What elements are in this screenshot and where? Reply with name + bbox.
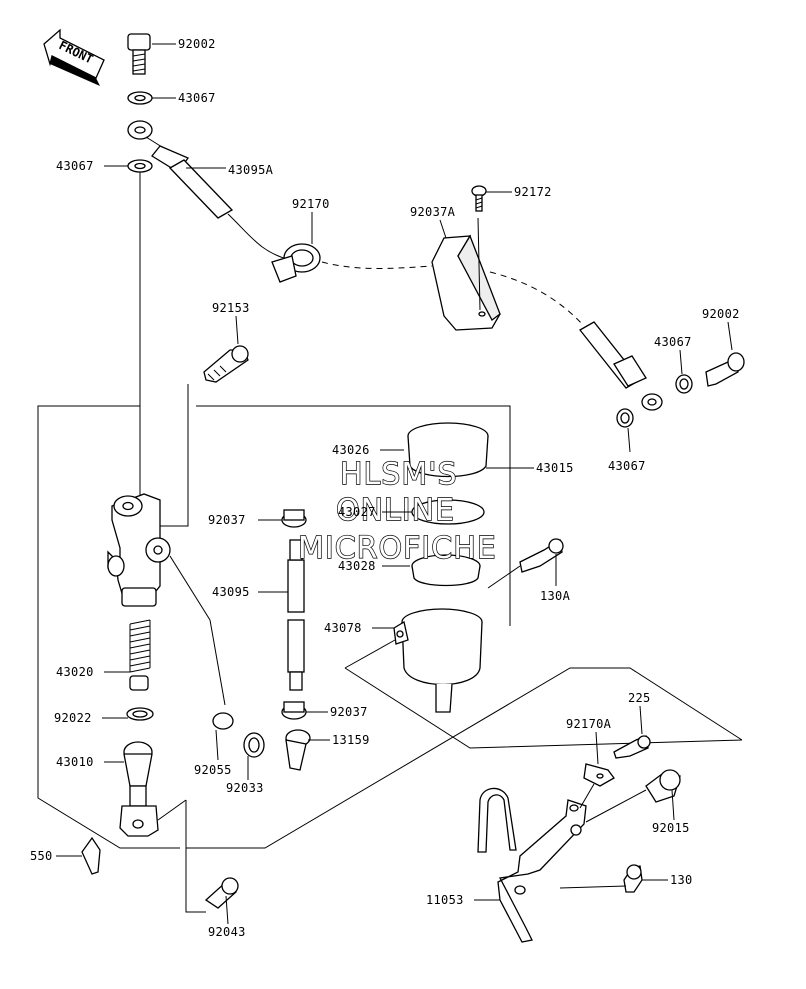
watermark-line-3: MICROFICHE [298,531,497,566]
label-43020: 43020 [56,665,94,679]
master-cylinder-body [107,493,226,706]
fitting-13159 [285,729,311,771]
label-43028: 43028 [338,559,376,573]
label-92015: 92015 [652,821,690,835]
label-43015: 43015 [536,461,574,475]
label-92170A: 92170A [566,717,612,731]
bracket-11053 [477,787,587,943]
reservoir-cap-43026 [407,422,489,478]
watermark-line-1: HLSM'S [340,457,458,492]
label-92055: 92055 [194,763,232,777]
label-92022: 92022 [54,711,92,725]
label-130A: 130A [540,589,571,603]
label-43067-right1: 43067 [654,335,692,349]
oring-92055 [212,712,234,730]
bolt-130A [487,538,564,589]
label-43010: 43010 [56,755,94,769]
label-11053: 11053 [426,893,464,907]
bracket-92170A [579,763,615,809]
leader-lines [56,43,733,925]
label-225: 225 [628,691,651,705]
front-arrow-icon: FRONT [43,28,105,86]
bushing-92015 [585,769,681,823]
cotter-pin-550 [81,836,101,875]
clamp-92037-a [281,509,307,528]
label-92037-b: 92037 [330,705,368,719]
part-labels: 92002 43067 43067 43095A 92170 92037A 92… [30,37,740,939]
label-550: 550 [30,849,53,863]
bolt-130 [559,864,643,893]
label-13159: 13159 [332,733,370,747]
watermark-line-2: ONLINE [336,493,455,528]
label-43095A: 43095A [228,163,274,177]
hose-43095A [127,120,433,269]
label-43067-right2: 43067 [608,459,646,473]
label-43067-top: 43067 [178,91,216,105]
label-43026: 43026 [332,443,370,457]
bolt-225 [613,735,651,759]
label-92037-a: 92037 [208,513,246,527]
bolt-92172 [471,185,487,212]
label-92043: 92043 [208,925,246,939]
label-43095: 43095 [212,585,250,599]
clamp-92170 [271,243,321,283]
label-130: 130 [670,873,693,887]
label-92002-top: 92002 [178,37,216,51]
label-92037A: 92037A [410,205,456,219]
pin-92043 [204,877,239,909]
label-92002-right: 92002 [702,307,740,321]
watermark: HLSM'S ONLINE MICROFICHE [297,456,497,566]
bolt-92153 [203,345,249,383]
label-92153: 92153 [212,301,250,315]
pushrod-43010 [119,741,159,837]
bolt-92002-right [705,352,745,387]
hose-right [489,271,663,411]
label-92033: 92033 [226,781,264,795]
assembly-frame [37,405,743,849]
bolt-92002-top [127,33,151,75]
bracket-92037A [431,217,501,331]
label-43067-left: 43067 [56,159,94,173]
label-43027: 43027 [338,505,376,519]
label-92172: 92172 [514,185,552,199]
label-43078: 43078 [324,621,362,635]
hose-43095 [287,539,305,691]
label-92170: 92170 [292,197,330,211]
spring-43020 [129,619,151,691]
clamp-92037-b [281,701,307,720]
diaphragm-43028 [411,554,481,587]
reservoir-43078 [393,608,483,713]
